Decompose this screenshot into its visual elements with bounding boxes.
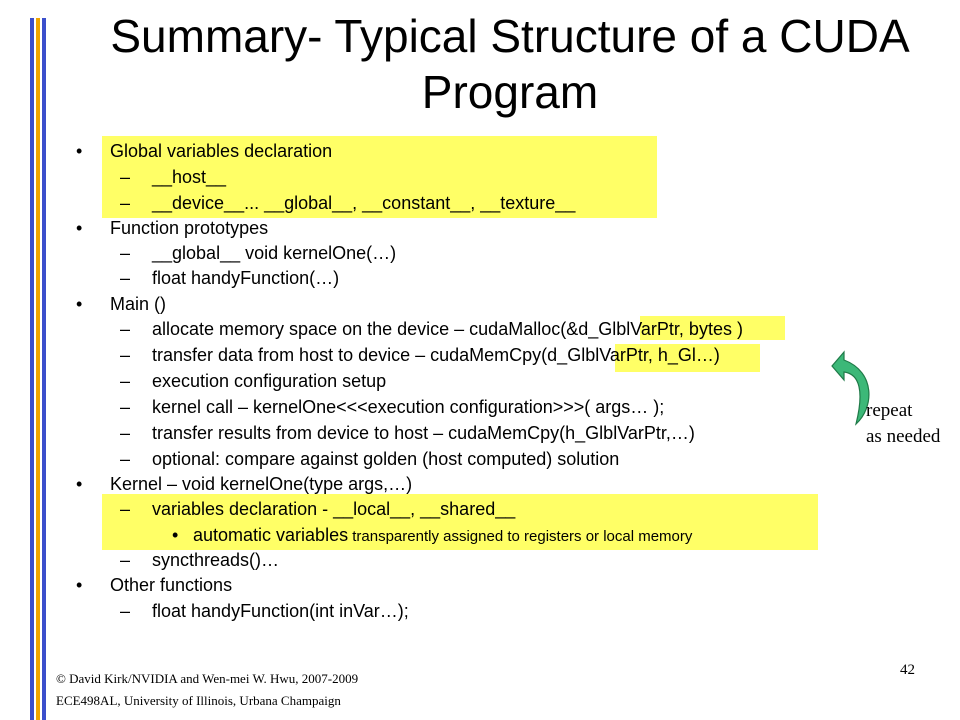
item-exec-config: execution configuration setup bbox=[152, 371, 387, 391]
dash: – bbox=[120, 499, 131, 519]
item-kernelone-proto: __global__ void kernelOne(…) bbox=[152, 243, 397, 263]
left-bar-blue-1 bbox=[30, 18, 34, 720]
dash: – bbox=[120, 319, 131, 339]
highlight-cudamemcpy-arg bbox=[615, 344, 760, 372]
highlight-cudamalloc-arg bbox=[640, 316, 785, 340]
item-kernel-vars: variables declaration - __local__, __sha… bbox=[152, 499, 516, 519]
left-bar-blue-2 bbox=[42, 18, 46, 720]
left-bar-gold bbox=[36, 18, 40, 720]
footer: © David Kirk/NVIDIA and Wen-mei W. Hwu, … bbox=[56, 668, 358, 712]
bullet: • bbox=[172, 525, 179, 545]
item-kernel-call: kernel call – kernelOne<<<execution conf… bbox=[152, 397, 665, 417]
bullet: • bbox=[76, 141, 83, 161]
item-compare-golden: optional: compare against golden (host c… bbox=[152, 449, 620, 469]
item-allocate: allocate memory space on the device – cu… bbox=[152, 319, 743, 339]
highlight-globals bbox=[102, 136, 657, 218]
automatic-vars-detail: transparently assigned to registers or l… bbox=[348, 528, 693, 545]
repeat-note-line1: repeat bbox=[866, 400, 913, 421]
repeat-note-line2: as needed bbox=[866, 426, 941, 447]
page-number: 42 bbox=[900, 662, 915, 678]
item-main: Main () bbox=[110, 294, 167, 314]
bullet: • bbox=[76, 294, 83, 314]
bullet: • bbox=[76, 218, 83, 238]
bullet: • bbox=[76, 474, 83, 494]
dash: – bbox=[120, 243, 131, 263]
automatic-vars-label: automatic variables bbox=[193, 525, 349, 545]
item-handyfunction-proto: float handyFunction(…) bbox=[152, 268, 340, 288]
item-other-functions: Other functions bbox=[110, 575, 233, 595]
item-global-vars: Global variables declaration bbox=[110, 141, 333, 161]
item-syncthreads: syncthreads()… bbox=[152, 550, 280, 570]
item-handyfunction-def: float handyFunction(int inVar…); bbox=[152, 601, 409, 621]
footer-course: ECE498AL, University of Illinois, Urbana… bbox=[56, 693, 341, 708]
item-device: __device__... __global__, __constant__, … bbox=[152, 193, 576, 213]
dash: – bbox=[120, 193, 131, 213]
dash: – bbox=[120, 423, 131, 443]
bullet: • bbox=[76, 575, 83, 595]
dash: – bbox=[120, 550, 131, 570]
dash: – bbox=[120, 601, 131, 621]
dash: – bbox=[120, 449, 131, 469]
page-title: Summary- Typical Structure of a CUDA Pro… bbox=[110, 10, 910, 118]
dash: – bbox=[120, 167, 131, 187]
repeat-arrow-icon bbox=[831, 350, 870, 426]
item-transfer-to-host: transfer results from device to host – c… bbox=[152, 423, 695, 443]
highlight-kernel-vars bbox=[102, 494, 818, 550]
footer-copyright: © David Kirk/NVIDIA and Wen-mei W. Hwu, … bbox=[56, 671, 359, 686]
item-kernel: Kernel – void kernelOne(type args,…) bbox=[110, 474, 413, 494]
dash: – bbox=[120, 397, 131, 417]
dash: – bbox=[120, 345, 131, 365]
item-automatic-vars: automatic variables transparently assign… bbox=[193, 524, 692, 548]
item-function-prototypes: Function prototypes bbox=[110, 218, 269, 238]
dash: – bbox=[120, 268, 131, 288]
item-transfer-to-device: transfer data from host to device – cuda… bbox=[152, 345, 720, 365]
dash: – bbox=[120, 371, 131, 391]
item-host: __host__ bbox=[152, 167, 227, 187]
